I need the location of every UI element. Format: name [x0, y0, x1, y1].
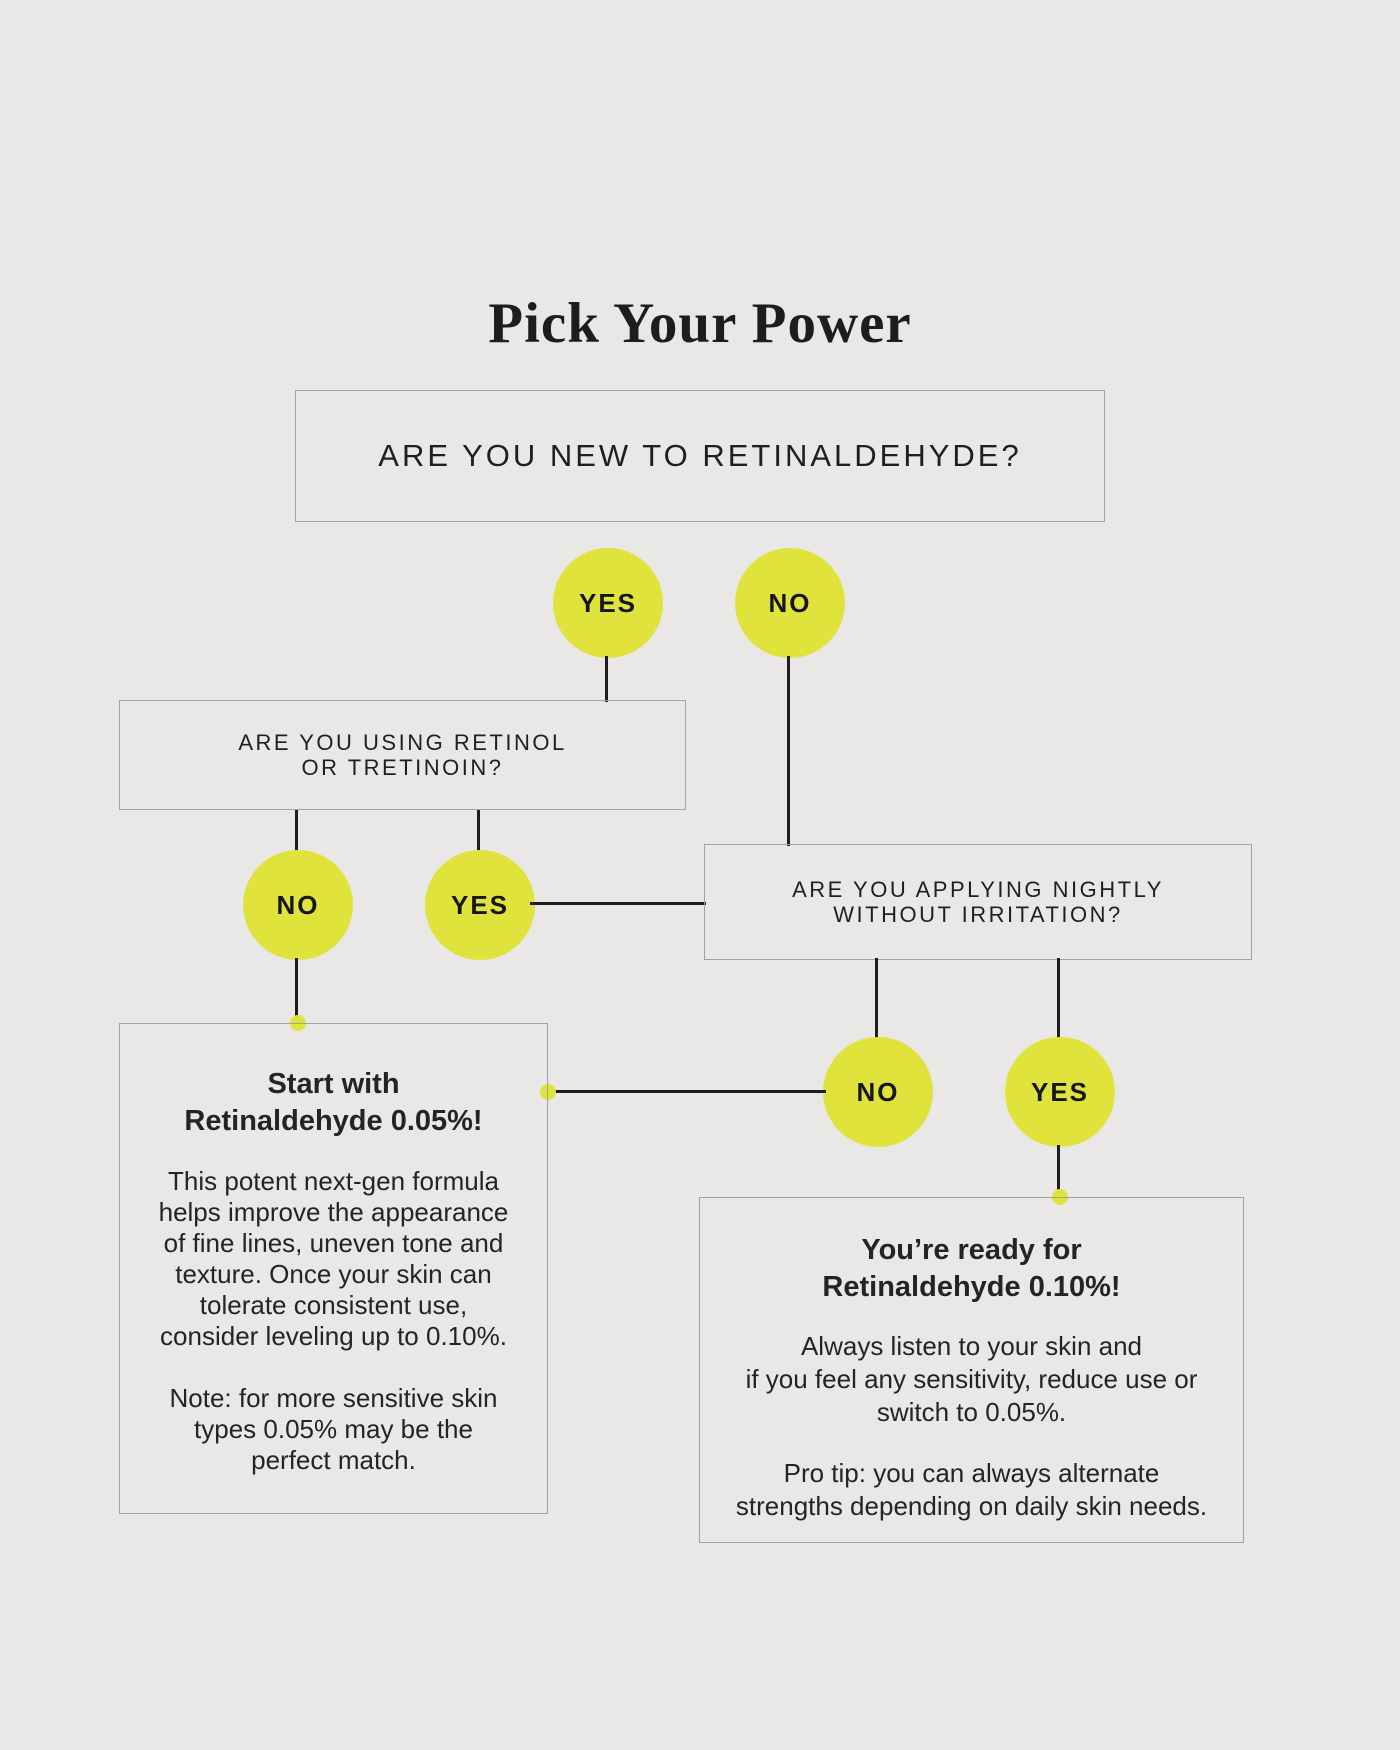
connector-q1no-to-q3: [787, 656, 790, 846]
answer-label: YES: [450, 889, 510, 920]
result-body: This potent next-gen formula helps impro…: [158, 1166, 509, 1351]
answer-label: YES: [578, 587, 638, 618]
question-label: ARE YOU APPLYING NIGHTLY WITHOUT IRRITAT…: [792, 877, 1164, 927]
answer-circle-q3-yes: YES: [1005, 1037, 1115, 1147]
connector-q3-to-yes: [1057, 958, 1060, 1040]
page-title: Pick Your Power: [488, 292, 912, 356]
connector-q2yes-to-q3: [530, 902, 706, 905]
result-heading: You’re ready for Retinaldehyde 0.10%!: [822, 1234, 1121, 1303]
answer-label: NO: [856, 1076, 900, 1107]
answer-circle-q1-yes: YES: [553, 548, 663, 658]
question-box-new-to-retinaldehyde: ARE YOU NEW TO RETINALDEHYDE?: [295, 390, 1105, 522]
answer-circle-q1-no: NO: [735, 548, 845, 658]
result-note: Note: for more sensitive skin types 0.05…: [169, 1383, 498, 1475]
connector-dot: [540, 1084, 556, 1100]
connector-q3-to-no: [875, 958, 878, 1040]
answer-label: YES: [1030, 1076, 1090, 1107]
connector-q2no-to-result005: [295, 958, 298, 1024]
connector-q1yes-to-q2: [605, 656, 608, 702]
question-label: ARE YOU NEW TO RETINALDEHYDE?: [378, 438, 1022, 473]
result-note: Pro tip: you can always alternate streng…: [735, 1458, 1208, 1521]
result-body: Always listen to your skin and if you fe…: [745, 1331, 1198, 1427]
connector-q2-to-yes: [477, 810, 480, 852]
connector-result005-to-q3no: [548, 1090, 826, 1093]
answer-circle-q3-no: NO: [823, 1037, 933, 1147]
result-box-retinaldehyde-005: Start with Retinaldehyde 0.05%! This pot…: [119, 1023, 548, 1514]
question-label: ARE YOU USING RETINOL OR TRETINOIN?: [238, 730, 567, 780]
question-box-applying-nightly: ARE YOU APPLYING NIGHTLY WITHOUT IRRITAT…: [704, 844, 1252, 960]
connector-q3yes-to-result010: [1057, 1145, 1060, 1199]
question-box-retinol-or-tretinoin: ARE YOU USING RETINOL OR TRETINOIN?: [119, 700, 686, 810]
connector-q2-to-no: [295, 810, 298, 852]
answer-circle-q2-yes: YES: [425, 850, 535, 960]
answer-circle-q2-no: NO: [243, 850, 353, 960]
answer-label: NO: [276, 889, 320, 920]
answer-label: NO: [768, 587, 812, 618]
result-box-retinaldehyde-010: You’re ready for Retinaldehyde 0.10%! Al…: [699, 1197, 1244, 1543]
result-heading: Start with Retinaldehyde 0.05%!: [184, 1068, 483, 1137]
